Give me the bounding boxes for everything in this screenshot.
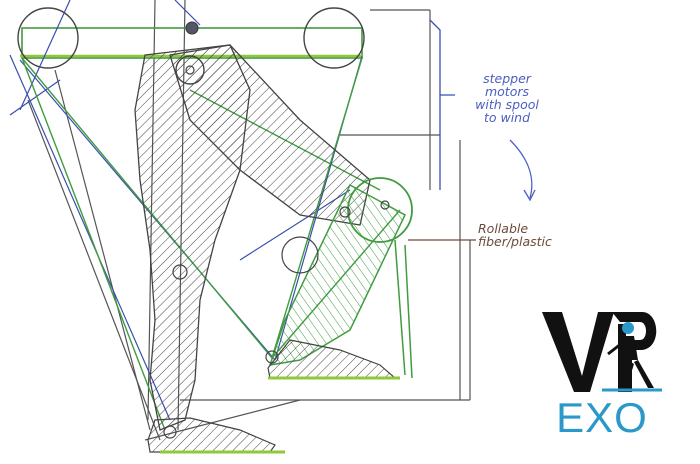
right-pulley [304, 8, 364, 68]
front-foot [268, 340, 395, 378]
front-shin [270, 185, 405, 365]
logo-word: EXO [540, 394, 664, 442]
rollable-strip [395, 240, 412, 378]
shin-joint [282, 237, 318, 273]
rear-foot [148, 418, 275, 452]
note-line-4: to wind [452, 111, 562, 124]
left-pulley [18, 8, 78, 68]
logo-letter-v [542, 312, 614, 392]
rollable-fiber-note: Rollable fiber/plastic [478, 222, 578, 248]
stepper-motors-note: stepper motors with spool to wind [452, 72, 562, 125]
top-anchor [186, 22, 198, 34]
note-line-2: fiber/plastic [478, 235, 578, 248]
annotation-leaders [408, 20, 535, 240]
